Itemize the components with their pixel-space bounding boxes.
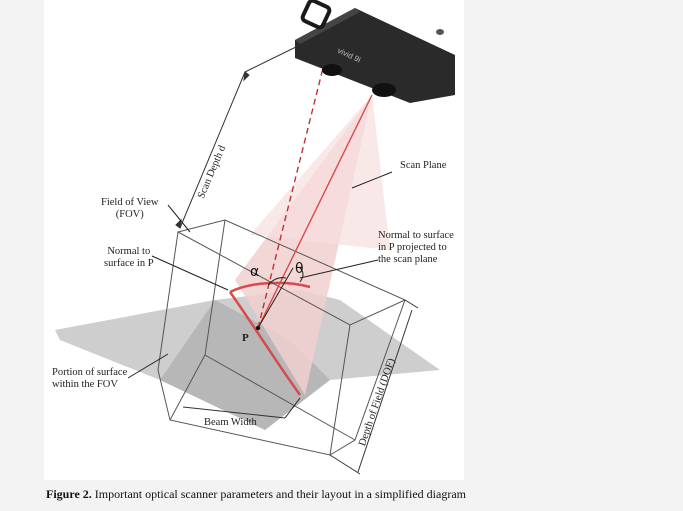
theta-symbol: θ xyxy=(295,261,304,277)
laser-beam xyxy=(257,94,373,329)
normal-to-surface-line2: surface in P xyxy=(104,258,154,269)
normal-to-surface-line1: Normal to xyxy=(107,246,151,257)
normal-projected-label: Normal to surface in P projected to the … xyxy=(378,230,454,266)
scan-depth-dimension xyxy=(175,44,301,229)
scan-plane-upper xyxy=(250,95,390,250)
point-p-dot xyxy=(255,325,261,331)
surface-intersection-curve xyxy=(228,291,302,396)
leader-lines xyxy=(127,171,393,419)
figure-caption: Figure 2. Important optical scanner para… xyxy=(46,487,466,502)
fov-label-line1: Field of View xyxy=(101,197,159,208)
surface-intersection-top xyxy=(229,281,311,294)
alpha-symbol: α xyxy=(250,264,260,280)
point-p-label: P xyxy=(242,332,249,344)
surface-normal-line xyxy=(257,267,294,329)
beam-width-label: Beam Width xyxy=(204,417,257,428)
scanner-device xyxy=(295,0,455,103)
theta-arc xyxy=(299,267,304,283)
dof-dimension xyxy=(329,299,419,475)
alpha-arc xyxy=(267,277,287,286)
surface-sheet-fold xyxy=(160,300,330,430)
fov-label-line2: (FOV) xyxy=(115,209,144,220)
portion-of-surface-label: Portion of surface within the FOV xyxy=(52,367,127,391)
fov-label: Field of View (FOV) xyxy=(101,197,159,221)
normal-projected-line1: Normal to surface xyxy=(378,230,454,241)
scan-plane-label: Scan Plane xyxy=(400,160,447,171)
normal-projected-line3: the scan plane xyxy=(378,254,438,265)
normal-to-surface-label: Normal to surface in P xyxy=(104,246,154,270)
beam-width-dimension xyxy=(182,406,286,419)
normal-projected-line2: in P projected to xyxy=(378,242,447,253)
portion-of-surface-line2: within the FOV xyxy=(52,379,118,390)
figure-caption-text: Important optical scanner parameters and… xyxy=(91,487,466,501)
portion-of-surface-line1: Portion of surface xyxy=(52,367,128,378)
figure-caption-label: Figure 2. xyxy=(46,487,92,501)
